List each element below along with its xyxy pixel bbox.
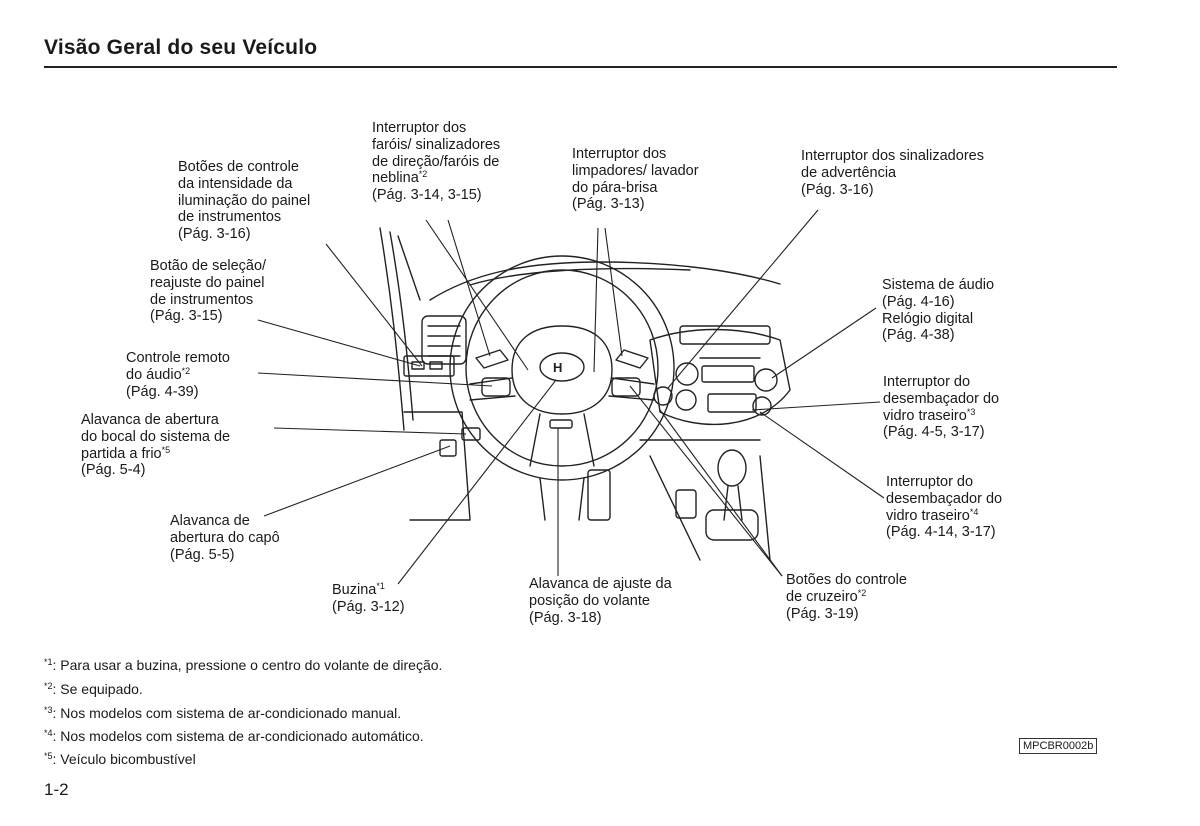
leader-select-reset [257, 319, 421, 367]
footnote-2: *2: Se equipado. [44, 681, 143, 697]
page-title: Visão Geral do seu Veículo [44, 36, 318, 59]
page-number: 1-2 [44, 780, 69, 799]
callout-defrost-auto: Interruptor do desembaçador do vidro tra… [886, 474, 1003, 541]
leader-horn [397, 379, 557, 585]
leader-cruise-1 [629, 385, 783, 577]
footnote-1: *1: Para usar a buzina, pressione o cent… [44, 657, 443, 673]
leader-cruise-2 [659, 409, 783, 577]
callout-headlights: Interruptor dos faróis/ sinalizadores de… [372, 120, 501, 204]
leader-hood [263, 445, 451, 517]
callout-defrost-manual: Interruptor do desembaçador do vidro tra… [883, 374, 1000, 441]
footnote-5: *5: Veículo bicombustível [44, 751, 196, 767]
callout-wipers: Interruptor dos limpadores/ lavador do p… [572, 146, 699, 213]
callout-instrument-brightness: Botões de controle da intensidade da ilu… [178, 159, 311, 243]
callout-horn: Buzina*1 (Pág. 3-12) [332, 581, 405, 615]
callout-audio: Sistema de áudio (Pág. 4-16) Relógio dig… [882, 277, 995, 344]
title-rule [44, 66, 1117, 68]
callout-steering-adjust: Alavanca de ajuste da posição do volante… [529, 576, 672, 626]
svg-text:H: H [553, 360, 562, 375]
leader-wipers-2 [593, 227, 599, 373]
figure-code: MPCBR0002b [1019, 738, 1098, 754]
callout-hazard: Interruptor dos sinalizadores de advertê… [801, 148, 984, 198]
leader-defrost-auto [759, 411, 885, 499]
callout-cold-start: Alavanca de abertura do bocal do sistema… [81, 412, 231, 479]
callout-audio-remote: Controle remoto do áudio*2 (Pág. 4-39) [126, 350, 230, 400]
callout-cruise: Botões do controle de cruzeiro*2 (Pág. 3… [786, 572, 907, 622]
leader-audio [771, 307, 877, 379]
callout-select-reset: Botão de seleção/ reajuste do painel de … [150, 258, 267, 325]
leader-audio-remote [257, 372, 493, 387]
leader-defrost-manual [751, 401, 881, 411]
leader-headlights-1 [447, 219, 491, 357]
footnote-4: *4: Nos modelos com sistema de ar-condic… [44, 728, 424, 744]
leader-cold-start [273, 427, 467, 435]
callout-hood: Alavanca de abertura do capô (Pág. 5-5) [170, 513, 280, 563]
leader-instrument-brightness [325, 243, 423, 367]
footnote-3: *3: Nos modelos com sistema de ar-condic… [44, 705, 402, 721]
leader-hazard [667, 209, 819, 389]
leader-headlights-2 [425, 219, 529, 371]
leader-wipers-1 [604, 227, 623, 357]
